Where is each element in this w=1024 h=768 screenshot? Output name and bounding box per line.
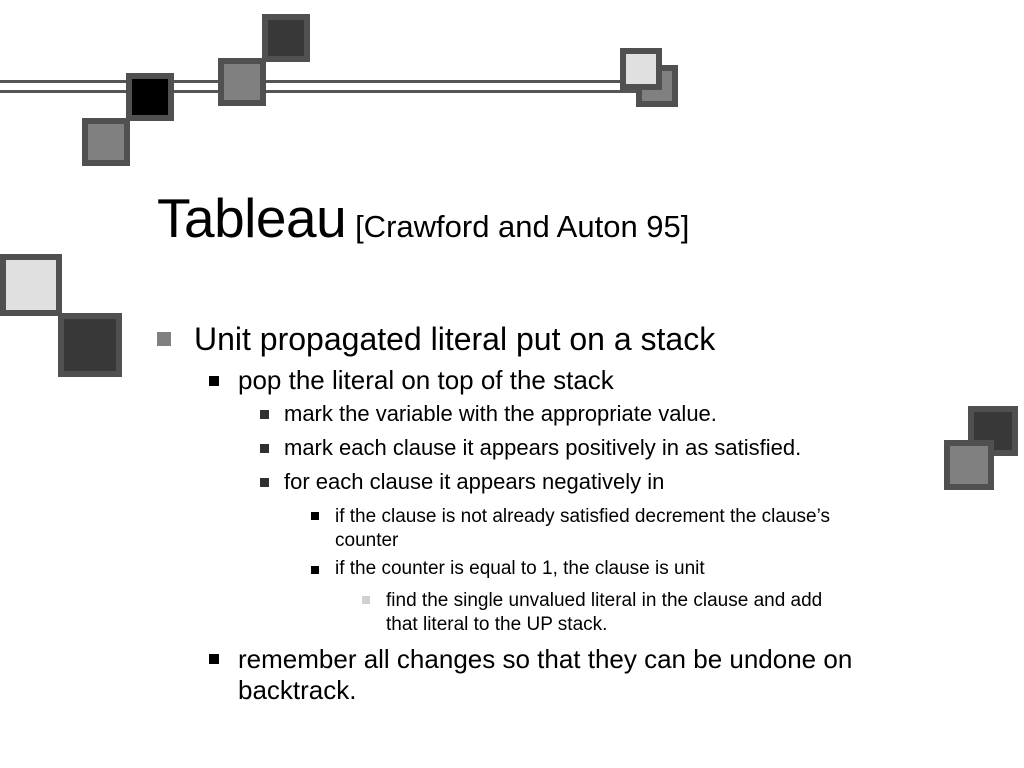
bullet-level2-line1: remember all changes so that they can be… [238, 644, 853, 674]
bullet-marker-level2 [209, 654, 219, 664]
bullet-level5-line2: that literal to the UP stack. [386, 614, 608, 635]
bullet-marker-level3 [260, 410, 269, 419]
bullet-level4: if the clause is not already satisfied d… [335, 505, 830, 553]
decorative-square [126, 73, 174, 121]
bullet-level2: remember all changes so that they can be… [238, 644, 852, 706]
title-main: Tableau [157, 187, 347, 249]
bullet-marker-level4 [311, 566, 319, 574]
bullet-marker-level2 [209, 376, 219, 386]
bullet-level4-line2: counter [335, 530, 399, 551]
bullet-level3: mark each clause it appears positively i… [284, 435, 802, 460]
decorative-line-top [0, 80, 660, 83]
decorative-square [0, 254, 62, 316]
title-citation: [Crawford and Auton 95] [355, 209, 690, 244]
decorative-square [944, 440, 994, 490]
bullet-level3: mark the variable with the appropriate v… [284, 401, 717, 426]
bullet-level5-line1: find the single unvalued literal in the … [386, 590, 823, 611]
bullet-marker-level3 [260, 478, 269, 487]
bullet-level2-line2: backtrack. [238, 675, 357, 705]
decorative-line-bottom [0, 90, 660, 93]
bullet-level2: pop the literal on top of the stack [238, 365, 614, 395]
decorative-square [620, 48, 662, 90]
bullet-level4: if the counter is equal to 1, the clause… [335, 558, 705, 579]
bullet-marker-level1 [157, 332, 171, 346]
bullet-level3: for each clause it appears negatively in [284, 469, 665, 494]
bullet-level1: Unit propagated literal put on a stack [194, 321, 716, 357]
bullet-level5: find the single unvalued literal in the … [386, 589, 822, 637]
slide-title: Tableau [Crawford and Auton 95] [157, 186, 689, 250]
bullet-marker-level3 [260, 444, 269, 453]
bullet-marker-level4 [311, 512, 319, 520]
decorative-square [82, 118, 130, 166]
bullet-level4-line1: if the clause is not already satisfied d… [335, 506, 830, 527]
decorative-square [218, 58, 266, 106]
decorative-square [262, 14, 310, 62]
decorative-square [58, 313, 122, 377]
bullet-marker-level5 [362, 596, 370, 604]
